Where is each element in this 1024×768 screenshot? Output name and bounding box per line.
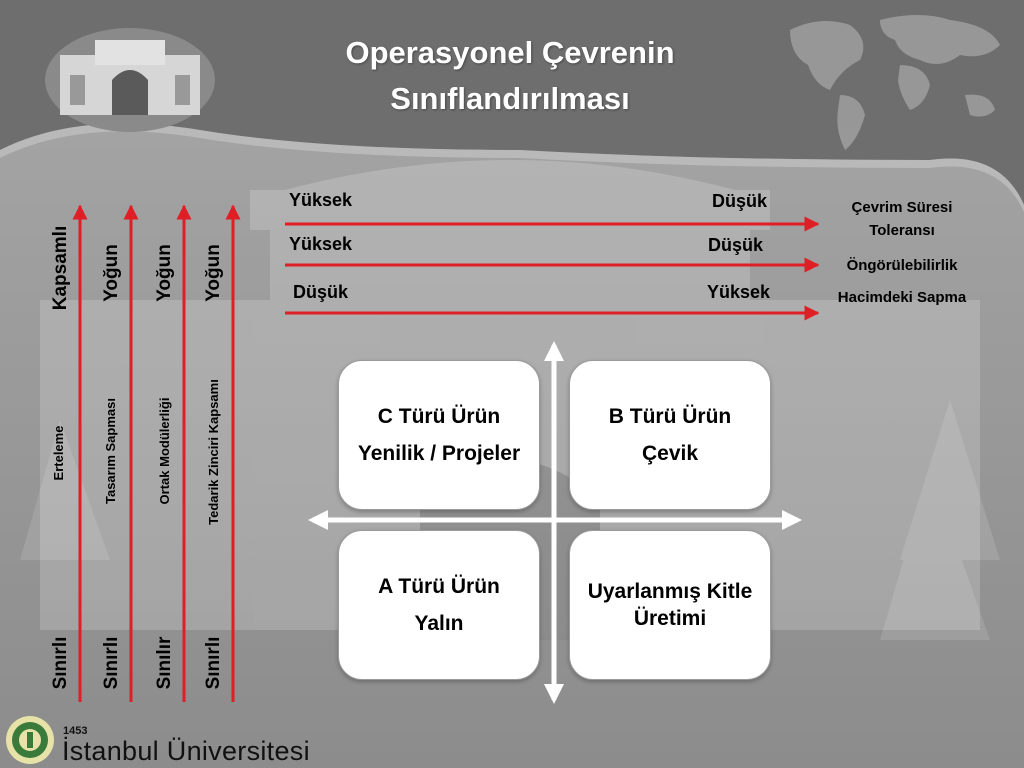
vertical-axis-3-bottom: Sınılır: [154, 636, 175, 690]
vertical-axis-4-bottom: Sınırlı: [203, 636, 224, 690]
vertical-axis-1-top: Kapsamlı: [50, 225, 71, 311]
horizontal-axis-3-label: Hacimdeki Sapma: [837, 289, 967, 306]
quadrant-c-title: C Türü Ürün: [377, 405, 501, 428]
horizontal-axis-2-left: Yüksek: [289, 234, 353, 254]
footer-year: 1453: [63, 725, 88, 737]
horizontal-axis-1-label: Çevrim Süresi Toleransı: [851, 199, 953, 239]
vertical-axis-1-bottom: Sınırlı: [50, 636, 71, 690]
quadrant-b-product: B Türü Ürün Çevik: [569, 360, 771, 510]
footer-university-name: İstanbul Üniversitesi: [62, 736, 310, 766]
university-gate-image: [45, 28, 215, 132]
quadrant-a-subtitle: Yalın: [414, 612, 464, 635]
university-seal-logo: [6, 716, 54, 764]
vertical-axis-2-middle: Tasarım Sapması: [103, 398, 118, 504]
quadrant-c-product: C Türü Ürün Yenilik / Projeler: [338, 360, 540, 510]
horizontal-axis-1-left: Yüksek: [289, 190, 353, 210]
quadrant-mass-customization-label: Uyarlanmış Kitle Üretimi: [587, 580, 753, 630]
horizontal-axis-2-right: Düşük: [708, 235, 764, 255]
horizontal-axis-1-right: Düşük: [712, 191, 768, 211]
horizontal-axis-3-left: Düşük: [293, 282, 349, 302]
world-map-icon: [790, 15, 1000, 150]
vertical-axis-1-middle: Erteleme: [51, 425, 66, 481]
vertical-axis-4-middle: Tedarik Zinciri Kapsamı: [206, 379, 221, 525]
quadrant-b-title: B Türü Ürün: [608, 405, 732, 428]
title-line-2: Sınıflandırılması: [390, 81, 630, 116]
quadrant-a-title: A Türü Ürün: [378, 575, 500, 598]
vertical-axis-2-bottom: Sınırlı: [101, 636, 122, 690]
vertical-axis-4-top: Yoğun: [203, 244, 224, 302]
title-line-1: Operasyonel Çevrenin: [345, 35, 675, 70]
vertical-axis-2-top: Yoğun: [101, 244, 122, 302]
quadrant-c-subtitle: Yenilik / Projeler: [357, 442, 521, 465]
horizontal-axis-3-right: Yüksek: [707, 282, 771, 302]
quadrant-b-subtitle: Çevik: [641, 442, 699, 465]
vertical-axis-3-middle: Ortak Modülerliği: [157, 397, 172, 505]
quadrant-a-product: A Türü Ürün Yalın: [338, 530, 540, 680]
vertical-axis-3-top: Yoğun: [154, 244, 175, 302]
slide-title: Operasyonel Çevrenin Sınıflandırılması: [300, 30, 720, 122]
quadrant-mass-customization: Uyarlanmış Kitle Üretimi: [569, 530, 771, 680]
horizontal-axis-2-label: Öngörülebilirlik: [846, 257, 958, 274]
